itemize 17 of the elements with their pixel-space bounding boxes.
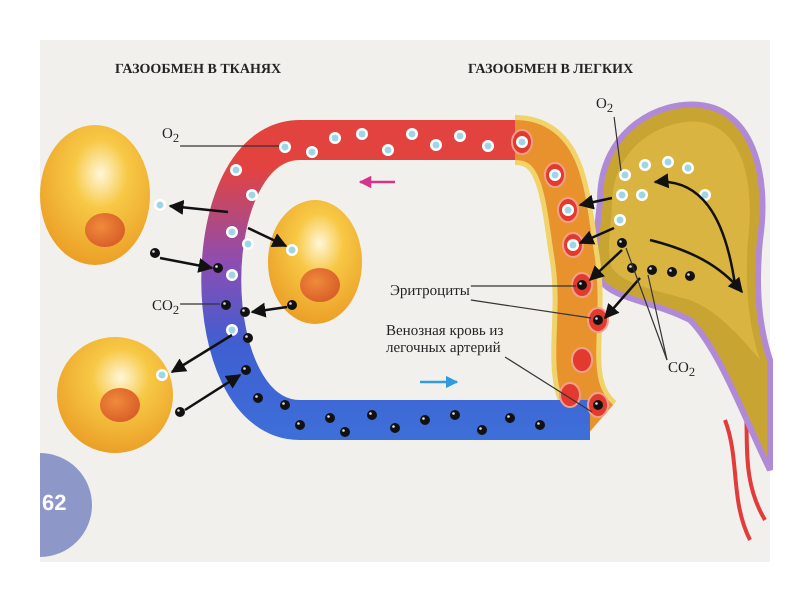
- callout-label: CO$_{2}$: [152, 298, 180, 319]
- callout-label: CO$_{2}$: [668, 360, 696, 381]
- callout-label: Венозная кровь из легочных артерий: [386, 323, 504, 357]
- callout-label: O$_{2}$: [162, 126, 180, 147]
- section-heading: ГАЗООБМЕН В ТКАНЯХ: [115, 62, 282, 78]
- leader-line: [180, 303, 220, 305]
- leader-line: [470, 299, 592, 319]
- section-heading: ГАЗООБМЕН В ЛЕГКИХ: [468, 62, 634, 78]
- leader-line: [504, 356, 592, 412]
- callout-label: Эритроциты: [390, 283, 470, 300]
- leader-line: [647, 274, 668, 360]
- leader-line: [625, 248, 668, 360]
- leader-line: [470, 285, 576, 287]
- leader-line: [180, 145, 279, 147]
- leader-line: [614, 116, 622, 172]
- callout-label: O$_{2}$: [596, 96, 614, 117]
- page-number: 62: [42, 490, 66, 516]
